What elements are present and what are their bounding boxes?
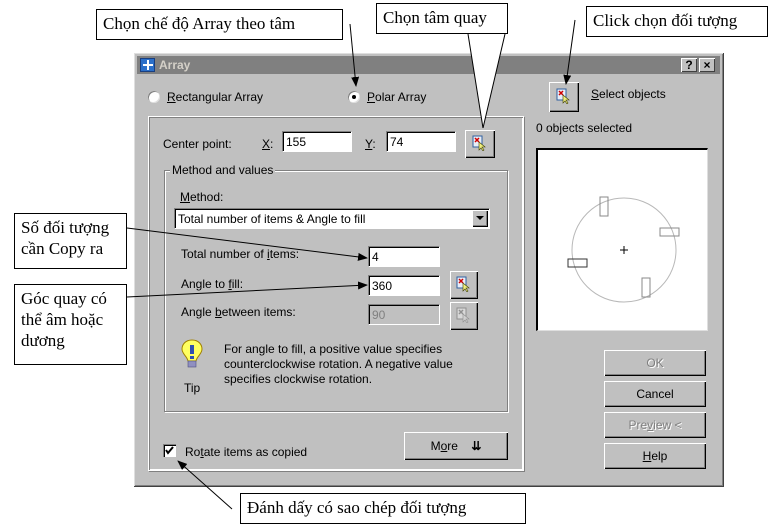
preview-item <box>641 277 651 298</box>
ok-button: OK <box>604 350 706 376</box>
callout-select-objects: Click chọn đối tượng <box>586 6 768 37</box>
dialog-title: Array <box>159 58 191 72</box>
method-select-value: Total number of items & Angle to fill <box>178 212 366 226</box>
radio-circle <box>147 90 161 104</box>
preview-item <box>659 227 680 237</box>
y-label: Y: <box>365 137 376 151</box>
polar-array-label: Polar Array <box>367 90 427 104</box>
title-bar[interactable]: Array ? × <box>137 56 720 74</box>
center-point-label: Center point: <box>163 137 232 151</box>
method-values-legend: Method and values <box>170 163 276 177</box>
chevron-down-icon[interactable] <box>472 210 488 227</box>
preview-item <box>599 196 609 217</box>
callout-polar-mode: Chọn chế độ Array theo tâm <box>96 9 343 40</box>
array-app-icon <box>140 58 155 72</box>
objects-selected-status: 0 objects selected <box>536 121 633 135</box>
center-y-input[interactable]: 74 <box>386 131 456 152</box>
callout-center-pick: Chọn tâm quay <box>376 3 508 34</box>
help-title-button[interactable]: ? <box>681 58 697 72</box>
x-label: X: <box>262 137 274 151</box>
close-button[interactable]: × <box>699 58 715 72</box>
rotate-items-label: Rotate items as copied <box>185 445 308 459</box>
pick-cursor-icon <box>456 276 470 292</box>
preview-button: Preview < <box>604 412 706 438</box>
preview-drawing <box>567 196 680 303</box>
preview-center-mark <box>620 246 628 254</box>
angle-between-label: Angle between items: <box>181 305 296 319</box>
pick-angle-between-button <box>450 302 478 330</box>
center-x-input[interactable]: 155 <box>282 131 352 152</box>
pick-cursor-icon-disabled <box>456 307 470 323</box>
checkmark-icon <box>165 446 174 455</box>
select-objects-button[interactable] <box>549 82 579 112</box>
radio-circle-selected <box>347 90 361 104</box>
angle-to-fill-input[interactable]: 360 <box>368 275 440 296</box>
rectangular-array-label: Rectangular Array <box>167 90 264 104</box>
total-items-input[interactable]: 4 <box>368 246 440 267</box>
pick-cursor-icon <box>472 135 486 151</box>
total-items-label: Total number of items: <box>181 247 300 261</box>
pick-angle-fill-button[interactable] <box>450 271 478 299</box>
array-preview <box>536 148 708 331</box>
method-label: Method: <box>180 190 224 204</box>
tip-label: Tip <box>184 381 201 395</box>
angle-to-fill-label: Angle to fill: <box>181 277 244 291</box>
angle-between-input: 90 <box>368 304 440 325</box>
preview-item <box>567 258 588 268</box>
select-objects-label: Select objects <box>591 87 666 101</box>
double-chevron-down-icon: ⇊ <box>471 439 482 453</box>
tip-text: For angle to fill, a positive value spec… <box>224 342 453 386</box>
cancel-button[interactable]: Cancel <box>604 381 706 407</box>
preview-circle <box>571 197 677 303</box>
checkbox-box <box>163 444 176 457</box>
lightbulb-tip-icon <box>181 339 203 368</box>
pick-center-point-button[interactable] <box>465 130 495 158</box>
more-button[interactable]: More ⇊ <box>404 432 508 460</box>
method-select[interactable]: Total number of items & Angle to fill <box>174 208 490 229</box>
pick-cursor-icon <box>556 88 570 104</box>
help-button[interactable]: Help <box>604 443 706 469</box>
callout-rotate: Đánh dấy có sao chép đối tượng <box>240 493 526 524</box>
